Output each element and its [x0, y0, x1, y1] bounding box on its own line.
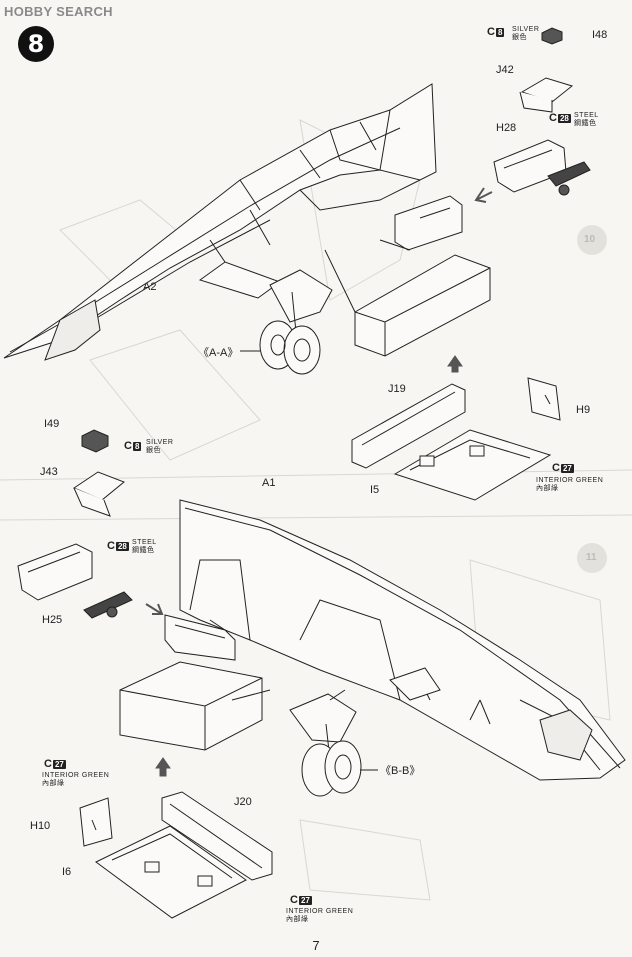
label-i5: I5 [370, 484, 380, 496]
ghost-step-10-icon [577, 225, 607, 255]
label-view-bb: 《B-B》 [380, 765, 421, 777]
part-group-j20-i6-h10 [79, 791, 273, 919]
part-i49 [81, 429, 109, 453]
part-missile-lower [83, 591, 133, 619]
part-h25 [17, 543, 93, 601]
paint-name-en: STEEL [132, 539, 157, 546]
paint-prefix: C [549, 112, 557, 124]
paint-prefix: C [107, 540, 115, 552]
paint-name-zh: 銀色 [512, 34, 527, 41]
panel-lower-large [119, 661, 263, 751]
arrow-dotted-lower-icon [145, 603, 164, 615]
paint-name-zh: 鋼鐵色 [132, 547, 155, 554]
paint-name-en: INTERIOR GREEN [536, 477, 604, 484]
paint-prefix: C [487, 26, 495, 38]
page-number: 7 [312, 938, 320, 953]
panel-upper-small [394, 195, 463, 251]
wing-panel-a2 [3, 83, 437, 361]
paint-name-en: SILVER [512, 26, 540, 33]
label-h25: H25 [42, 614, 63, 626]
paint-name-zh: 內部綠 [42, 780, 65, 787]
panel-upper-large [354, 254, 491, 357]
label-j43: J43 [40, 466, 58, 478]
part-j42 [519, 77, 574, 113]
label-a2: A2 [143, 281, 157, 293]
paint-name-zh: 銀色 [146, 447, 161, 454]
ghost-step-11: 11 [586, 552, 597, 563]
paint-prefix: C [290, 894, 298, 906]
wing-panel-a1 [179, 499, 626, 781]
paint-name-zh: 內部綠 [286, 916, 309, 923]
arrow-dotted-icon [474, 187, 493, 203]
landing-gear-bb [289, 693, 362, 797]
paint-prefix: C [44, 758, 52, 770]
label-j20: J20 [234, 796, 252, 808]
paint-code: 27 [298, 896, 312, 905]
label-h28: H28 [496, 122, 517, 134]
label-i48: I48 [592, 29, 608, 41]
paint-code: 28 [557, 114, 571, 123]
part-group-j19-i5-h9 [351, 377, 561, 501]
watermark: HOBBY SEARCH [4, 4, 113, 19]
label-h10: H10 [30, 820, 51, 832]
landing-gear-aa [259, 269, 333, 375]
paint-code: 27 [52, 760, 66, 769]
paint-name-zh: 內部綠 [536, 485, 559, 492]
arrow-up-icon [447, 355, 463, 373]
step-number-badge: 8 [18, 26, 54, 62]
ghost-step-11-icon [577, 543, 607, 573]
paint-code: 27 [560, 464, 574, 473]
label-view-aa: 《A-A》 [198, 347, 239, 359]
paint-name-en: STEEL [574, 112, 599, 119]
paint-prefix: C [124, 440, 132, 452]
ghost-step-10: 10 [584, 234, 596, 245]
paint-code: 28 [115, 542, 129, 551]
paint-name-en: INTERIOR GREEN [42, 772, 110, 779]
label-j42: J42 [496, 64, 514, 76]
label-j19: J19 [388, 383, 406, 395]
arrow-up-lower-icon [155, 757, 171, 777]
paint-code: 8 [132, 442, 142, 451]
paint-code: 8 [495, 28, 505, 37]
paint-prefix: C [552, 462, 560, 474]
part-i48 [541, 27, 563, 45]
paint-name-en: SILVER [146, 439, 174, 446]
label-i6: I6 [62, 866, 72, 878]
paint-name-zh: 鋼鐵色 [574, 120, 597, 127]
label-i49: I49 [44, 418, 60, 430]
part-missile-upper [547, 161, 591, 196]
paint-name-en: INTERIOR GREEN [286, 908, 354, 915]
label-a1: A1 [262, 477, 276, 489]
part-j43 [72, 471, 125, 517]
label-h9: H9 [576, 404, 591, 416]
